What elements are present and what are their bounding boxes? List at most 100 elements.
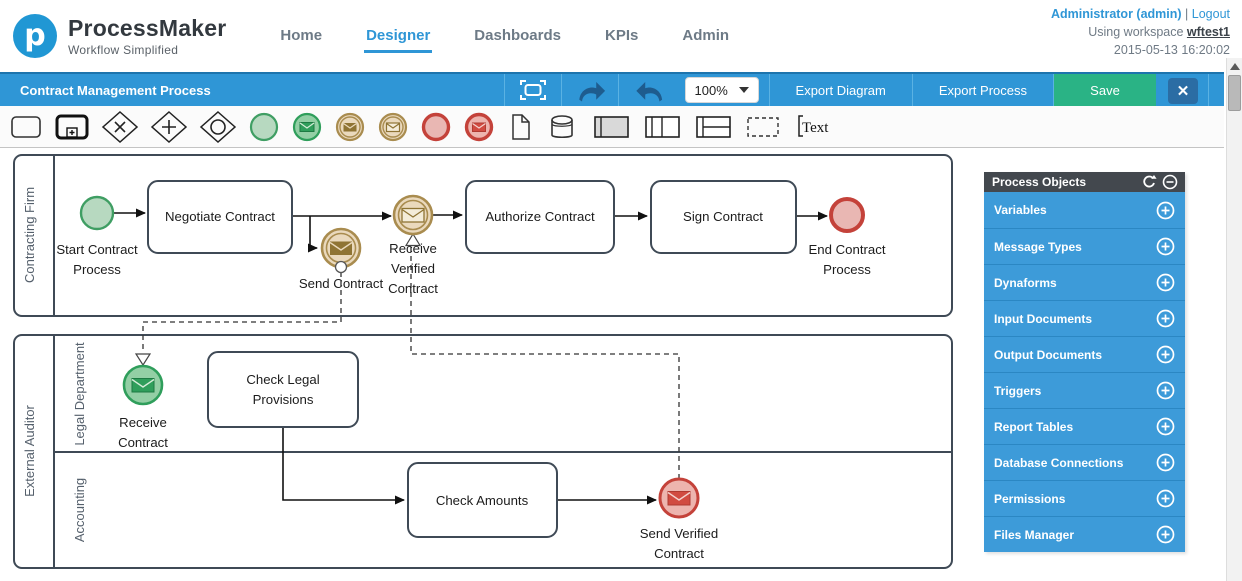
panel-item-variables[interactable]: Variables [984,192,1185,228]
message-arrowhead-down-icon [134,353,152,367]
svg-text:Process: Process [823,262,871,277]
refresh-icon[interactable] [1140,174,1158,190]
separator: | [1185,7,1189,21]
task-check-legal-provisions[interactable]: Check Legal Provisions [207,351,359,428]
document-icon[interactable] [505,110,535,144]
nav-designer[interactable]: Designer [364,19,433,53]
message-intermediate-catch-event-icon[interactable] [376,110,410,144]
save-button[interactable]: Save [1053,74,1156,106]
task-negotiate-contract[interactable]: Negotiate Contract [147,180,293,254]
plus-circle-icon[interactable] [1156,453,1175,472]
svg-text:Contract: Contract [118,435,168,450]
plus-circle-icon[interactable] [1156,309,1175,328]
pool-contracting-firm[interactable]: Contracting Firm [13,154,953,317]
export-diagram-button[interactable]: Export Diagram [768,74,912,106]
message-port-icon [334,260,348,274]
nav-admin[interactable]: Admin [682,27,730,44]
panel-item-input-documents[interactable]: Input Documents [984,300,1185,336]
zoom-select[interactable]: 100% [684,77,759,103]
message-intermediate-throw-event-icon[interactable] [333,110,367,144]
lane-label-accounting: Accounting [72,478,87,542]
task-check-amounts[interactable]: Check Amounts [407,462,558,538]
pool-external-auditor[interactable]: External Auditor Legal Department Accoun… [13,334,953,569]
panel-item-database-connections[interactable]: Database Connections [984,444,1185,480]
close-button[interactable]: ✕ [1168,78,1198,104]
collapse-minus-icon[interactable] [1161,174,1179,190]
end-event-node[interactable]: End Contract Process [809,197,886,277]
receive-verified-contract-event-node[interactable]: Receive Verified Contract [388,194,438,296]
text-annotation-icon[interactable]: Text [793,110,839,144]
send-contract-event-node[interactable]: Send Contract [299,227,384,291]
flow-negotiate-to-send-contract[interactable] [308,216,318,253]
panel-item-report-tables[interactable]: Report Tables [984,408,1185,444]
flow-check-legal-to-check-amounts[interactable] [282,427,405,505]
datetime: 2015-05-13 16:20:02 [1113,43,1230,57]
task-icon[interactable] [8,110,44,144]
plus-circle-icon[interactable] [1156,273,1175,292]
message-start-event-icon[interactable] [290,110,324,144]
exclusive-gateway-icon[interactable] [100,109,140,145]
svg-text:Authorize Contract: Authorize Contract [485,209,595,224]
end-event-icon[interactable] [419,110,453,144]
panel-item-output-documents[interactable]: Output Documents [984,336,1185,372]
brand-name: ProcessMaker [68,15,227,41]
plus-circle-icon[interactable] [1156,417,1175,436]
start-event-icon[interactable] [247,110,281,144]
plus-circle-icon[interactable] [1156,525,1175,544]
vertical-scrollbar[interactable] [1226,58,1242,581]
user-name-link[interactable]: Administrator (admin) [1050,7,1182,21]
pool-icon[interactable] [591,110,633,144]
brand[interactable]: p ProcessMaker Workflow Simplified [10,11,226,61]
panel-item-permissions[interactable]: Permissions [984,480,1185,516]
process-objects-header: Process Objects [984,172,1185,192]
app-header: p ProcessMaker Workflow Simplified Home … [0,0,1242,72]
fit-screen-button[interactable] [503,74,561,106]
parallel-gateway-icon[interactable] [149,109,189,145]
nav-dashboards[interactable]: Dashboards [474,27,561,44]
workspace-link[interactable]: wftest1 [1186,25,1230,39]
bpmn-diagram[interactable]: Contracting Firm External Auditor Legal … [0,148,1224,581]
task-authorize-contract[interactable]: Authorize Contract [465,180,615,254]
plus-circle-icon[interactable] [1156,237,1175,256]
start-event-node[interactable]: Start Contract Process [56,195,138,277]
message-flow-send-verified-to-receive-verified[interactable] [410,247,680,479]
svg-text:Receive: Receive [119,415,167,430]
panel-item-files-manager[interactable]: Files Manager [984,516,1185,552]
inclusive-gateway-icon[interactable] [198,109,238,145]
scroll-up-icon[interactable] [1229,63,1240,70]
undo-icon [635,82,662,102]
undo-button[interactable] [617,74,675,106]
diagram-canvas[interactable]: Contracting Firm External Auditor Legal … [0,148,1242,581]
database-icon[interactable] [544,110,582,144]
panel-item-dynaforms[interactable]: Dynaforms [984,264,1185,300]
plus-circle-icon[interactable] [1156,489,1175,508]
svg-text:Process: Process [73,262,121,277]
plus-circle-icon[interactable] [1156,201,1175,220]
panel-item-message-types[interactable]: Message Types [984,228,1185,264]
group-icon[interactable] [744,110,784,144]
svg-text:Check Legal: Check Legal [246,372,319,387]
receive-contract-event-node[interactable]: Receive Contract [118,364,168,450]
plus-circle-icon[interactable] [1156,381,1175,400]
message-end-event-icon[interactable] [462,110,496,144]
task-sign-contract[interactable]: Sign Contract [650,180,797,254]
message-flow-send-contract-to-receive-contract[interactable] [142,272,342,353]
process-objects-panel: Process Objects Variables Message Types [984,172,1185,552]
svg-text:Contract: Contract [388,281,438,296]
subprocess-icon[interactable] [53,110,91,144]
fullscreen-icon [519,80,546,100]
redo-button[interactable] [560,74,618,106]
logout-link[interactable]: Logout [1191,7,1230,21]
plus-circle-icon[interactable] [1156,345,1175,364]
nav-home[interactable]: Home [280,27,323,44]
nav-kpis[interactable]: KPIs [605,27,639,44]
panel-item-triggers[interactable]: Triggers [984,372,1185,408]
pool-divided-icon[interactable] [642,110,684,144]
panel-title: Process Objects [992,175,1087,189]
export-process-button[interactable]: Export Process [911,74,1053,106]
send-verified-contract-event-node[interactable]: Send Verified Contract [640,477,718,561]
workspace-prefix: Using workspace [1088,25,1184,39]
caret-down-icon [738,87,749,93]
lane-icon[interactable] [693,110,735,144]
scrollbar-thumb[interactable] [1228,75,1241,111]
